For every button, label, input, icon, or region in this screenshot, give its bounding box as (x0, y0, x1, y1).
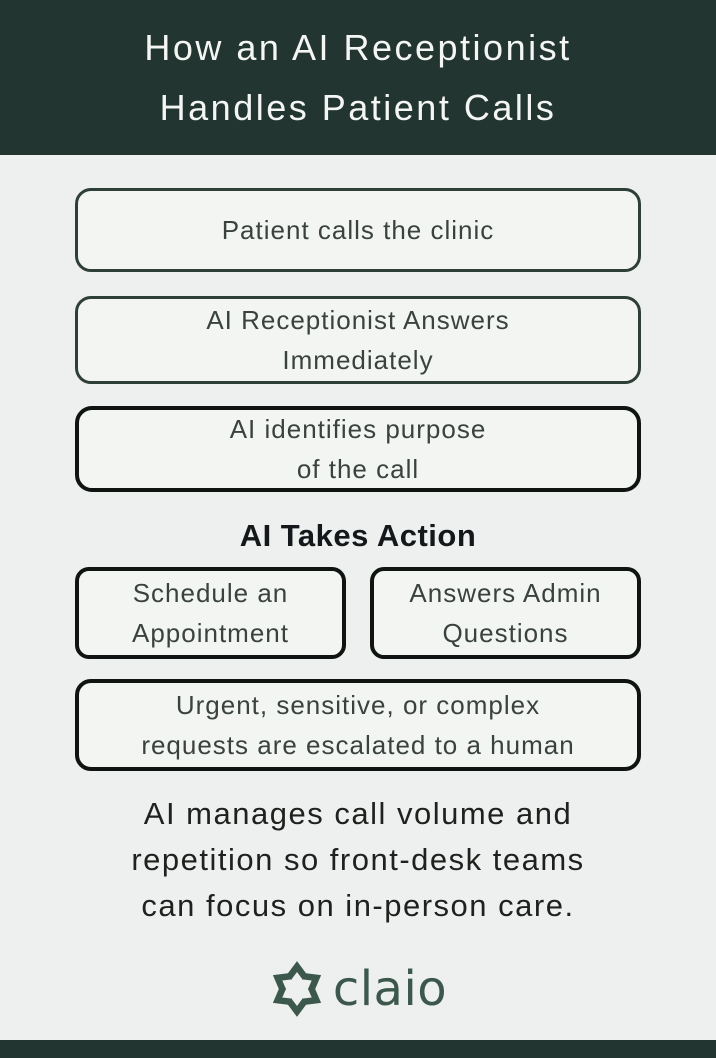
flow-step-label: Patient calls the clinic (221, 215, 495, 245)
flow-content: Patient calls the clinic AI Receptionist… (75, 155, 641, 1017)
page-title-line-2: Handles Patient Calls (159, 86, 557, 128)
action-label: Schedule an Appointment (132, 578, 289, 648)
flow-step-label: AI identifies purpose of the call (229, 414, 487, 484)
action-schedule-appointment: Schedule an Appointment (75, 567, 346, 659)
escalation-box: Urgent, sensitive, or complex requests a… (75, 679, 641, 771)
action-label: Answers Admin Questions (409, 578, 602, 648)
action-options-row: Schedule an Appointment Answers Admin Qu… (75, 567, 641, 659)
escalation-label: Urgent, sensitive, or complex requests a… (141, 690, 575, 760)
page-title-line-1: How an AI Receptionist (144, 26, 572, 68)
flow-step-label: AI Receptionist Answers Immediately (206, 305, 510, 375)
footer-band (0, 1040, 716, 1058)
header-band: How an AI Receptionist Handles Patient C… (0, 0, 716, 155)
brand-logo: claio (75, 961, 641, 1017)
brand-name: claio (332, 961, 448, 1017)
ai-takes-action-heading: AI Takes Action (239, 518, 477, 553)
asterisk-chevron-icon (272, 961, 321, 1017)
flow-step-ai-answers: AI Receptionist Answers Immediately (75, 296, 641, 384)
flow-step-ai-identifies: AI identifies purpose of the call (75, 406, 641, 492)
action-answers-admin: Answers Admin Questions (370, 567, 641, 659)
flow-step-patient-calls: Patient calls the clinic (75, 188, 641, 272)
summary-text: AI manages call volume and repetition so… (131, 796, 585, 923)
